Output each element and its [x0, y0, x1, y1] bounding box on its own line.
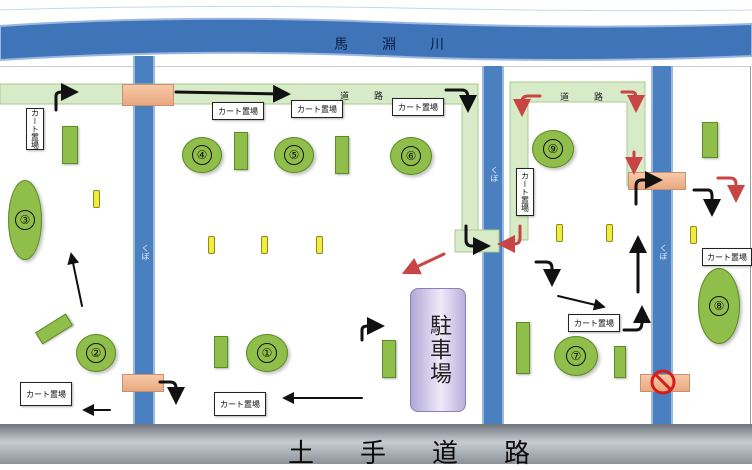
tee-box — [234, 132, 248, 170]
arrow-icon — [67, 252, 83, 307]
arrow-icon — [464, 224, 491, 255]
canal-right — [651, 66, 673, 424]
levee-road-label: 土手道路 — [288, 439, 577, 469]
canal-label-left: くぼ — [141, 244, 150, 260]
pin-icon — [606, 224, 613, 242]
hole-3-green: ③ — [8, 180, 42, 260]
hole-7-green: ⑦ — [554, 336, 598, 376]
hole-8-green: ⑧ — [698, 268, 740, 344]
pin-icon — [208, 236, 215, 254]
no-entry-icon — [650, 369, 676, 395]
hole-5-green: ⑤ — [274, 137, 314, 173]
tee-box — [382, 340, 396, 378]
hole-4-number: ④ — [192, 145, 212, 165]
arrow-icon — [401, 252, 446, 275]
river-label: 馬 淵 川 — [334, 37, 454, 53]
tee-box — [62, 126, 78, 164]
hole-5-number: ⑤ — [284, 145, 304, 165]
bridge-top-left — [122, 84, 174, 106]
cart-path-label-left: 道 路 — [340, 92, 392, 102]
arrow-icon — [360, 317, 385, 342]
canal-label-right: くぼ — [659, 244, 668, 260]
pin-icon — [261, 236, 268, 254]
arrow-icon — [497, 224, 522, 253]
tee-box — [702, 122, 718, 158]
arrow-icon — [557, 295, 606, 311]
hole-7-number: ⑦ — [566, 346, 586, 366]
hole-9-number: ⑨ — [543, 139, 563, 159]
cart-place: カート置場 — [392, 98, 444, 116]
canal-label-middle: くぼ — [490, 166, 499, 182]
tee-box — [516, 322, 530, 374]
cart-path-label-right: 道 路 — [560, 93, 612, 103]
hole-9-green: ⑨ — [532, 130, 574, 168]
hole-4-green: ④ — [182, 137, 222, 173]
canal-left — [133, 56, 155, 424]
hole-2-number: ② — [86, 343, 106, 363]
levee-road — [0, 424, 752, 464]
arrow-icon — [622, 305, 651, 332]
arrow-icon — [534, 260, 561, 287]
tee-box — [614, 346, 626, 378]
arrow-icon — [513, 94, 542, 117]
hole-3-number: ③ — [15, 210, 35, 230]
hole-6-green: ⑥ — [390, 137, 432, 175]
arrow-icon — [444, 88, 477, 113]
arrow-icon — [620, 90, 645, 113]
arrow-icon — [634, 171, 663, 206]
cart-place: カート置場 — [291, 100, 343, 118]
arrow-icon — [158, 380, 185, 405]
cart-place: カート置場 — [212, 102, 264, 120]
course-boundary — [0, 66, 751, 427]
cart-place: カート置場 — [26, 108, 44, 150]
cart-place: カート置場 — [516, 168, 534, 216]
hole-1-green: ① — [246, 334, 288, 372]
pin-icon — [93, 190, 100, 208]
arrow-icon — [716, 176, 745, 203]
arrow-icon — [54, 83, 79, 112]
parking-label: 駐車場 — [426, 314, 451, 386]
hole-6-number: ⑥ — [401, 146, 421, 166]
tee-box — [335, 136, 349, 174]
tee-box — [214, 336, 228, 368]
pin-icon — [690, 226, 697, 244]
arrow-icon — [692, 188, 721, 217]
pin-icon — [556, 224, 563, 242]
hole-1-number: ① — [257, 343, 277, 363]
parking-lot: 駐車場 — [410, 288, 466, 412]
pin-icon — [316, 236, 323, 254]
cart-place: カート置場 — [568, 314, 620, 332]
river — [0, 5, 752, 62]
hole-8-number: ⑧ — [709, 296, 729, 316]
arrow-icon — [174, 84, 291, 103]
hole-2-green: ② — [76, 334, 116, 372]
cart-place: カート置場 — [214, 392, 266, 416]
cart-place: カート置場 — [20, 382, 72, 406]
